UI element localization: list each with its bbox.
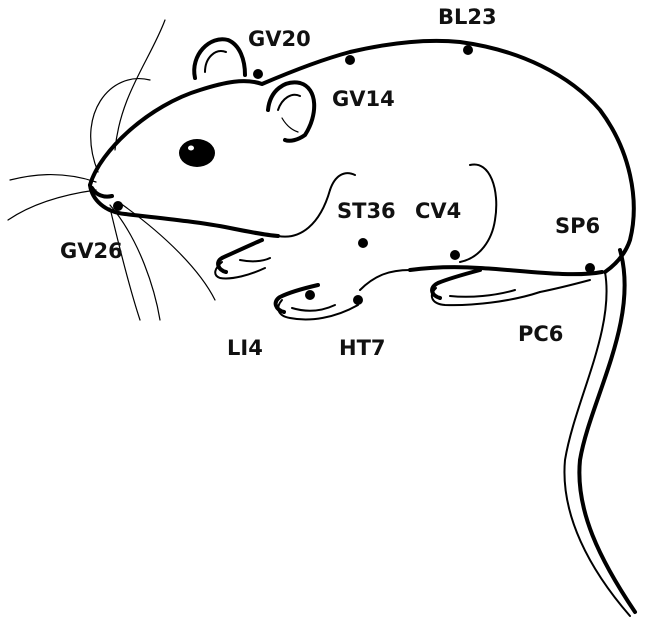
acupoint-dot-li4 <box>305 290 315 300</box>
acupoint-dot-st36 <box>358 238 368 248</box>
label-li4: LI4 <box>227 336 263 360</box>
acupoint-dot-gv20 <box>253 69 263 79</box>
label-st36: ST36 <box>337 199 396 223</box>
label-gv20: GV20 <box>248 27 311 51</box>
acupoint-dot-sp6 <box>585 263 595 273</box>
acupoint-dot-gv14 <box>345 55 355 65</box>
acupoint-dot-bl23 <box>463 45 473 55</box>
label-cv4: CV4 <box>415 199 461 223</box>
rat-eye <box>179 139 215 167</box>
acupoint-dot-gv26 <box>113 201 123 211</box>
label-gv14: GV14 <box>332 87 395 111</box>
label-sp6: SP6 <box>555 214 600 238</box>
acupoint-dot-ht7 <box>353 295 363 305</box>
label-bl23: BL23 <box>438 5 497 29</box>
label-pc6: PC6 <box>518 322 563 346</box>
rat-illustration <box>7 19 637 617</box>
label-gv26: GV26 <box>60 239 123 263</box>
acupoint-dot-cv4 <box>450 250 460 260</box>
label-ht7: HT7 <box>339 336 386 360</box>
